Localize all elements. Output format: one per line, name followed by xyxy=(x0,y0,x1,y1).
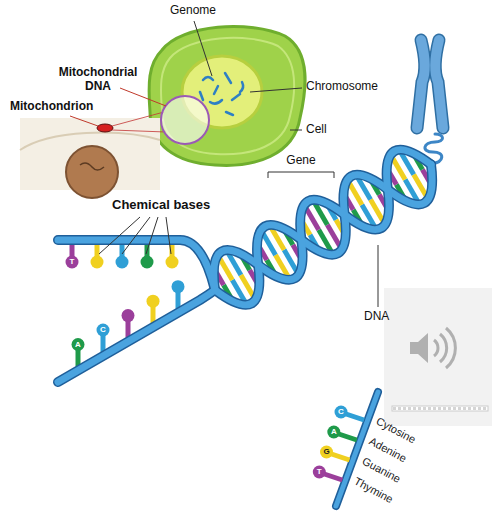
base-letter: T xyxy=(70,258,75,266)
base-stem xyxy=(332,454,350,460)
genome-label: Genome xyxy=(170,4,216,18)
leader-lines xyxy=(194,21,302,130)
base-letter: A xyxy=(331,428,337,436)
base-stem xyxy=(339,434,357,440)
base-stem xyxy=(346,414,364,420)
chromosome-drawing xyxy=(417,40,443,164)
audio-overlay xyxy=(384,288,492,426)
base-letter: C xyxy=(338,408,344,416)
base-letter: T xyxy=(317,468,322,476)
legend-bases xyxy=(313,406,364,481)
base-swatch xyxy=(327,426,340,439)
dna-strands xyxy=(58,150,432,382)
mtdna-label: Mitochondrial DNA xyxy=(52,66,144,94)
base-pairs xyxy=(214,149,432,305)
mitochondrion-label: Mitochondrion xyxy=(10,100,93,114)
base-letter: G xyxy=(323,448,329,456)
base-swatch xyxy=(320,446,333,459)
dna-label: DNA xyxy=(364,310,389,324)
base-letter: A xyxy=(75,341,81,349)
cell-label: Cell xyxy=(306,123,327,137)
base-swatch xyxy=(313,466,326,479)
chromosome-label: Chromosome xyxy=(306,80,378,94)
gene-label: Gene xyxy=(286,154,315,168)
base-stem xyxy=(324,474,342,480)
bases-label: Chemical bases xyxy=(112,198,210,213)
leader-lines xyxy=(99,172,378,307)
base-letter: C xyxy=(100,326,106,334)
base-swatch xyxy=(335,406,348,419)
cell-drawing xyxy=(149,27,305,166)
